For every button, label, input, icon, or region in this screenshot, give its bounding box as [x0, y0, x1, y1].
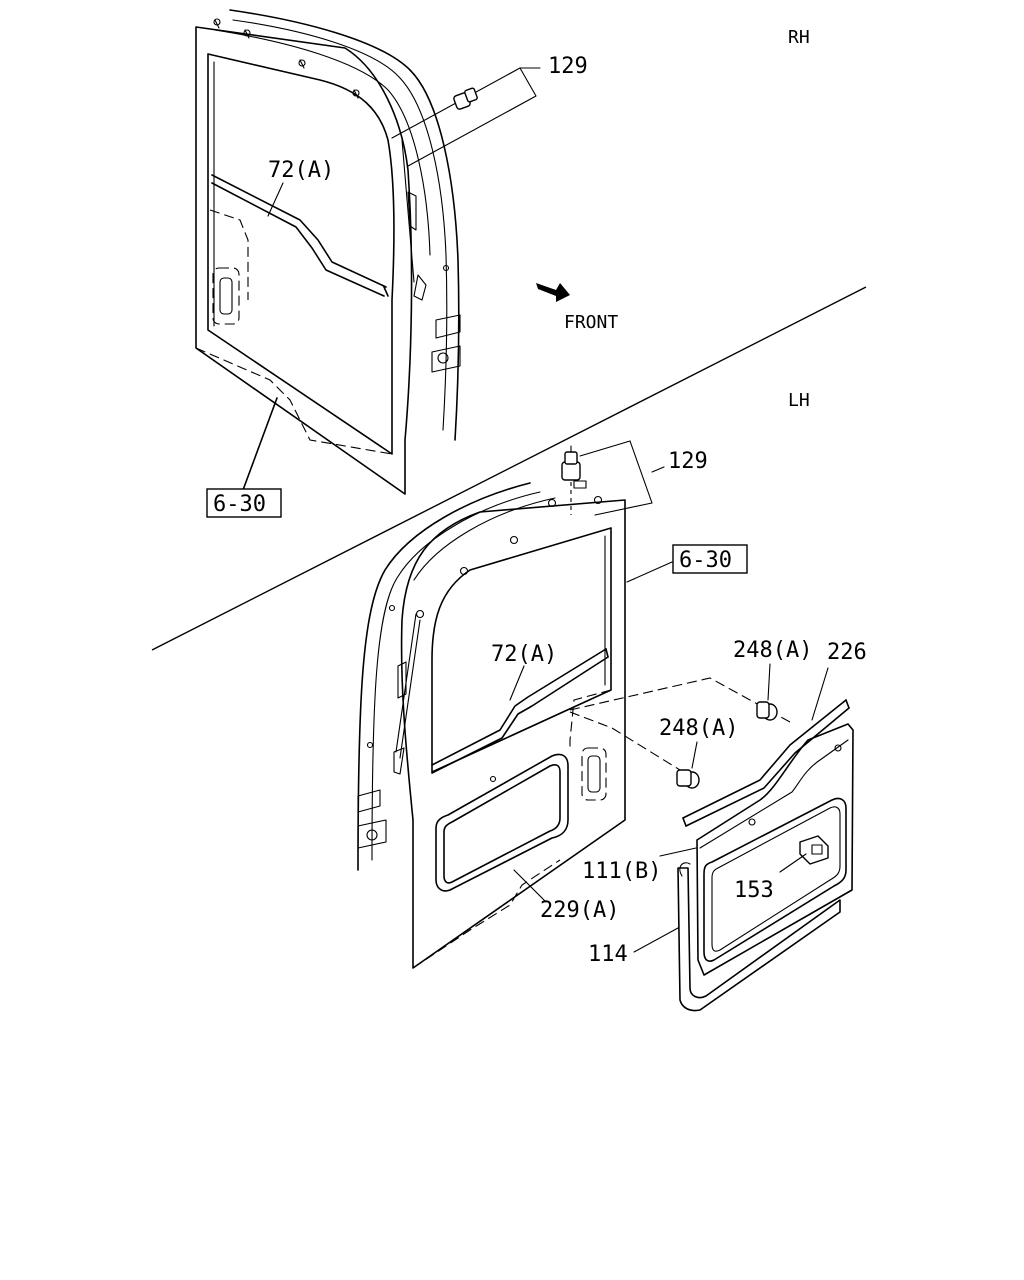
front-label: FRONT — [564, 312, 618, 333]
lh-fastener-upper-label: 248(A) — [733, 638, 812, 663]
rh-weatherstrip-label: 72(A) — [268, 158, 334, 183]
lh-fastener-lower-icon — [676, 769, 700, 789]
front-arrow-icon — [536, 283, 570, 302]
lh-trim-strip-label: 226 — [827, 640, 867, 665]
lh-moulding-label: 114 — [588, 942, 628, 967]
lh-clip-label: 129 — [668, 449, 708, 474]
lh-switch-153-icon — [799, 835, 829, 865]
rh-view-label: RH — [788, 27, 810, 48]
lh-fastener-upper-icon — [756, 701, 778, 721]
lh-trim-panel — [633, 663, 854, 1012]
lh-window-seal-label: 229(A) — [540, 898, 619, 923]
section-divider — [151, 286, 867, 651]
rh-clip-129-icon — [453, 87, 478, 110]
rh-ref-label: 6-30 — [213, 492, 266, 517]
lh-panel-label: 111(B) — [582, 859, 661, 884]
lh-fastener-lower-label: 248(A) — [659, 716, 738, 741]
lh-door — [357, 440, 791, 969]
lh-ref-label: 6-30 — [679, 548, 732, 573]
lh-view-label: LH — [788, 390, 810, 411]
lh-clip-129-icon — [561, 445, 581, 481]
rh-clip-label: 129 — [548, 54, 588, 79]
lh-switch-label: 153 — [734, 878, 774, 903]
rh-door — [195, 9, 541, 495]
rh-ref-box[interactable]: 6-30 — [206, 488, 282, 518]
lh-ref-box[interactable]: 6-30 — [672, 544, 748, 574]
lh-weatherstrip-label: 72(A) — [491, 642, 557, 667]
